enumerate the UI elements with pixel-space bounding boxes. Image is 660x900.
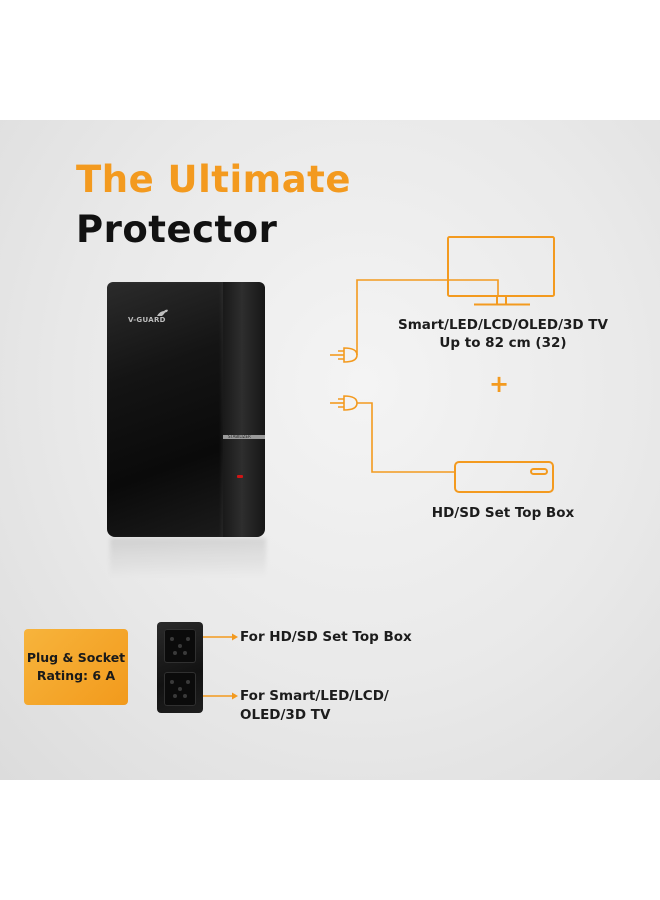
- connection-diagram: [196, 236, 555, 700]
- socket-bottom-label: For Smart/LED/LCD/: [240, 688, 389, 704]
- device-indicator-led: [237, 475, 243, 478]
- socket-arrowhead-top: [232, 633, 238, 641]
- rating-title: Plug & Socket: [26, 650, 126, 665]
- socket-bottom-label-cont: OLED/3D TV: [240, 707, 331, 723]
- tv-label: Smart/LED/LCD/OLED/3D TV: [398, 317, 608, 333]
- plus-icon: +: [488, 370, 510, 398]
- set-top-box-label: HD/SD Set Top Box: [431, 505, 575, 521]
- device-reflection: [110, 538, 266, 578]
- device-brand-logo: V-GUARD: [128, 316, 166, 324]
- headline-primary: The Ultimate: [76, 158, 351, 201]
- device-strip-text: STABILIZER: [228, 434, 251, 439]
- socket-panel: [157, 622, 203, 713]
- rating-badge: Plug & Socket Rating: 6 A: [24, 629, 128, 705]
- socket-top-icon: [164, 629, 196, 663]
- tv-size-label: Up to 82 cm (32): [439, 335, 567, 351]
- wire-to-set-top-box: [330, 402, 455, 473]
- headline-secondary: Protector: [76, 208, 278, 251]
- device-label-strip: [223, 435, 265, 439]
- stabilizer-device-side: [223, 282, 265, 537]
- product-banner: The Ultimate Protector V-GUARD STABILIZE…: [0, 120, 660, 780]
- socket-arrowhead-bottom: [232, 692, 238, 700]
- kangaroo-logo-icon: [157, 309, 168, 316]
- plug-icon-tv: [338, 347, 358, 363]
- set-top-box-icon: [454, 461, 554, 493]
- rating-value: Rating: 6 A: [36, 668, 116, 683]
- socket-top-label: For HD/SD Set Top Box: [240, 629, 412, 645]
- plug-icon-set-top-box: [338, 395, 358, 411]
- stabilizer-device-front: [107, 282, 223, 537]
- socket-bottom-icon: [164, 672, 196, 706]
- wire-to-tv: [330, 279, 499, 356]
- tv-icon: [447, 236, 555, 306]
